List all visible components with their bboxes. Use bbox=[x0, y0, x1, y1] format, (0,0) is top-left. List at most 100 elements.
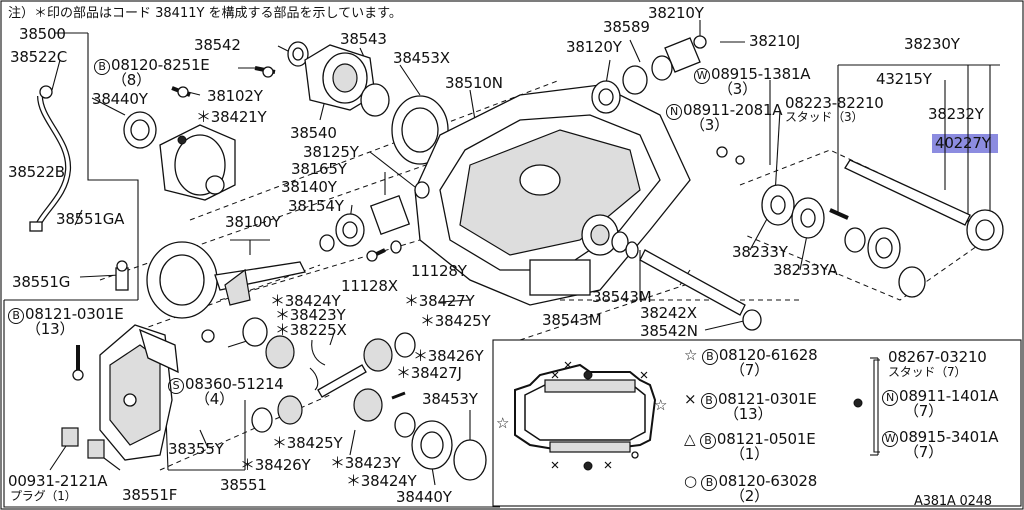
star-mark-right: ☆ bbox=[654, 396, 668, 414]
label-38232Y: 38232Y bbox=[928, 105, 984, 123]
label-38421Y: ＊38421Y bbox=[196, 108, 267, 126]
n-symbol: N bbox=[882, 390, 898, 406]
label-38424Y-b: ＊38424Y bbox=[346, 472, 417, 490]
ring-38125Y bbox=[414, 181, 430, 199]
b-symbol: B bbox=[699, 433, 716, 449]
washer-38140Y bbox=[319, 234, 335, 252]
label-38540: 38540 bbox=[290, 124, 337, 142]
label-38154Y: 38154Y bbox=[288, 197, 344, 215]
label-38233YA: 38233YA bbox=[773, 261, 838, 279]
label-38120Y: 38120Y bbox=[566, 38, 622, 56]
label-11128Y: 11128Y bbox=[411, 262, 467, 280]
label-38426Y-a: ＊38426Y bbox=[413, 347, 484, 365]
hose-38522 bbox=[29, 85, 72, 232]
label-38424Y-a: ＊38424Y bbox=[270, 292, 341, 310]
breather-38551G bbox=[115, 260, 129, 291]
retainer-38540 bbox=[304, 44, 376, 111]
axle-shaft-38230Y bbox=[829, 159, 1004, 298]
label-38140Y: 38140Y bbox=[281, 178, 337, 196]
n-symbol: N bbox=[666, 104, 682, 120]
bolt-08120-8251E bbox=[171, 66, 276, 98]
label-00931-2121A: 00931-2121A bbox=[8, 472, 108, 490]
label-38589: 38589 bbox=[603, 18, 650, 36]
label-38210Y: 38210Y bbox=[648, 4, 704, 22]
inset-frame bbox=[492, 339, 1022, 507]
flange-38210Y bbox=[591, 35, 707, 114]
label-38426Y-b: ＊38426Y bbox=[240, 456, 311, 474]
label-38543M-a: 38543M bbox=[592, 288, 652, 306]
b-symbol: B bbox=[700, 393, 717, 409]
plug-00931 bbox=[61, 427, 105, 459]
bracket-38500 bbox=[87, 33, 139, 300]
label-38543M-b: 38543M bbox=[542, 311, 602, 329]
label-38242X: 38242X bbox=[640, 304, 697, 322]
label-38125Y: 38125Y bbox=[303, 143, 359, 161]
label-38425Y-b: ＊38425Y bbox=[272, 434, 343, 452]
rear-cover-38355Y bbox=[99, 324, 215, 461]
label-stud-7: スタッド（7） bbox=[888, 365, 967, 379]
w-symbol: W bbox=[882, 431, 898, 447]
inset-crosses bbox=[551, 361, 648, 469]
label-38542: 38542 bbox=[194, 36, 241, 54]
label-38453X: 38453X bbox=[393, 49, 450, 67]
o-ring-38543 bbox=[360, 83, 390, 117]
qty-4: （4） bbox=[195, 390, 234, 408]
triangle-icon: △ bbox=[684, 430, 696, 448]
label-38100Y: 38100Y bbox=[225, 213, 281, 231]
gaskets-38233Y bbox=[761, 184, 825, 239]
label-38440Y-b: 38440Y bbox=[396, 488, 452, 506]
star-icon: ☆ bbox=[684, 346, 698, 364]
bolt-11128X bbox=[366, 240, 402, 262]
label-11128X: 11128X bbox=[341, 277, 398, 295]
label-08223-82210: 08223-82210 bbox=[785, 94, 884, 112]
note-text: 注）＊印の部品はコード 38411Y を構成する部品を示しています。 bbox=[4, 5, 406, 23]
diff-case-38421Y bbox=[159, 124, 236, 201]
nuts-washers bbox=[716, 146, 745, 165]
qty-7-b: （7） bbox=[904, 402, 943, 420]
label-38423Y-a: ＊38423Y bbox=[275, 306, 346, 324]
label-38233Y: 38233Y bbox=[732, 243, 788, 261]
label-38427Y: ＊38427Y bbox=[404, 292, 475, 310]
label-38522B: 38522B bbox=[8, 163, 65, 181]
circle-icon: ○ bbox=[684, 472, 697, 490]
label-38551GA: 38551GA bbox=[56, 210, 125, 228]
bearing-38154Y bbox=[335, 213, 365, 247]
label-38522C: 38522C bbox=[10, 48, 67, 66]
label-38355Y: 38355Y bbox=[168, 440, 224, 458]
qty-3-a: （3） bbox=[718, 80, 757, 98]
label-43215Y: 43215Y bbox=[876, 70, 932, 88]
label-38425Y-a: ＊38425Y bbox=[420, 312, 491, 330]
label-stud-3: スタッド（3） bbox=[785, 110, 864, 124]
label-40227Y: 40227Y bbox=[935, 134, 991, 152]
w-symbol: W bbox=[694, 68, 710, 84]
lower-left-frame bbox=[3, 300, 500, 508]
label-08267-03210: 08267-03210 bbox=[888, 348, 987, 366]
bearing-38440Y-top bbox=[123, 111, 157, 149]
label-38551G: 38551G bbox=[12, 273, 71, 291]
spacer-38165Y bbox=[369, 194, 411, 236]
ring-gear-38100Y bbox=[146, 241, 306, 319]
cross-icon: × bbox=[684, 390, 697, 408]
label-38102Y: 38102Y bbox=[207, 87, 263, 105]
b-symbol: B bbox=[701, 475, 718, 491]
label-38230Y: 38230Y bbox=[904, 35, 960, 53]
tube-38543M bbox=[611, 231, 762, 331]
bullet-marker bbox=[853, 398, 863, 408]
highlight-40227Y bbox=[932, 134, 998, 153]
qty-8: （8） bbox=[112, 71, 151, 89]
qty-13-b: （13） bbox=[724, 405, 773, 423]
label-38165Y: 38165Y bbox=[291, 160, 347, 178]
label-38427J: ＊38427J bbox=[396, 364, 462, 382]
label-38542N: 38542N bbox=[640, 322, 698, 340]
qty-2: （2） bbox=[730, 487, 769, 505]
star-mark-left: ☆ bbox=[496, 414, 510, 432]
bolt-pattern-inset bbox=[514, 363, 657, 471]
qty-3-b: （3） bbox=[690, 116, 729, 134]
